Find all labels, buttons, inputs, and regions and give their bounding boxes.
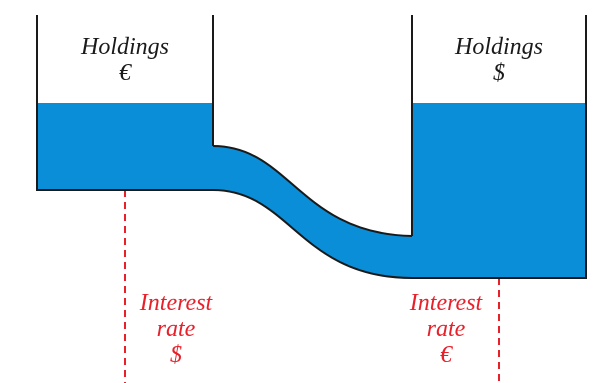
right-tank-label: Holdings $ — [419, 34, 579, 86]
left-tank-label: Holdings € — [45, 34, 205, 86]
right-rate-label-line2: rate — [426, 316, 466, 342]
left-tank-label-title: Holdings — [80, 34, 169, 60]
right-rate-label-currency: € — [440, 342, 452, 368]
right-tank-wall — [412, 15, 587, 279]
right-rate-label-line1: Interest — [409, 290, 483, 316]
right-tank-label-currency: $ — [493, 60, 505, 86]
right-rate-label: Interest rate € — [381, 290, 511, 368]
left-rate-label: Interest rate $ — [111, 290, 241, 368]
pipe-bottom-edge — [212, 189, 413, 279]
right-tank-label-title: Holdings — [454, 34, 543, 60]
connecting-pipe-water — [213, 146, 412, 278]
left-tank-wall — [36, 15, 213, 191]
left-tank-label-currency: € — [119, 60, 131, 86]
left-tank-water — [37, 103, 213, 190]
left-rate-label-line1: Interest — [139, 290, 213, 316]
right-tank-water — [412, 103, 586, 278]
left-rate-label-line2: rate — [156, 316, 196, 342]
left-rate-label-currency: $ — [170, 342, 182, 368]
pipe-top-edge — [212, 145, 413, 237]
